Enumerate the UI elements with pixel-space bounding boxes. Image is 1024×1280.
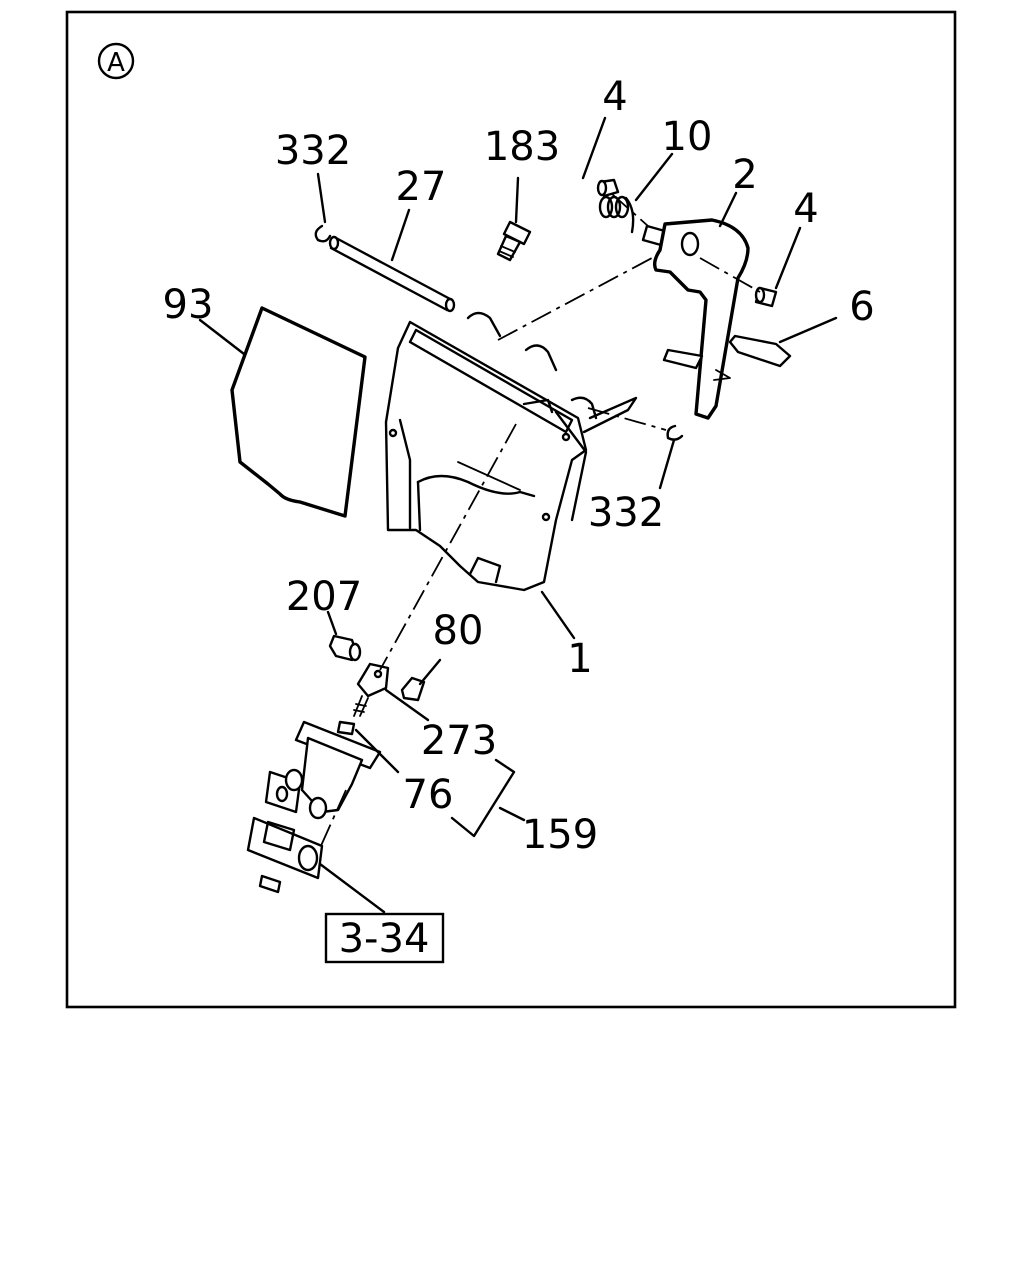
callout-6: 6: [849, 284, 874, 330]
part-183-bolt: [496, 220, 532, 262]
callout-273: 273: [421, 718, 497, 764]
callout-2: 2: [732, 152, 757, 198]
callout-332-top: 332: [275, 128, 351, 174]
part-273-clevis: [353, 662, 390, 717]
part-1-bracket: [384, 311, 638, 592]
callout-332-right: 332: [588, 490, 664, 536]
part-2-pedal-arm: [641, 218, 750, 420]
part-4-bushing-top: [596, 178, 620, 198]
part-207-stopper: [328, 634, 362, 662]
callout-4-right: 4: [793, 186, 818, 232]
callout-27: 27: [396, 164, 447, 210]
callout-4-top: 4: [602, 74, 627, 120]
callout-159: 159: [522, 812, 598, 858]
callout-labels: 332 27 183 4 10 2 4 6 93 332 207 80 1 27…: [163, 74, 875, 858]
callout-93: 93: [163, 282, 214, 328]
part-332-clip-top: [314, 224, 332, 243]
part-10-spring: [598, 195, 635, 234]
view-marker: A: [97, 42, 135, 80]
part-93-gasket: [230, 306, 367, 518]
reference-box: 3-34: [324, 912, 445, 964]
view-marker-label: A: [107, 48, 125, 78]
callout-80: 80: [433, 608, 484, 654]
part-6-pedal-pad: [728, 334, 792, 368]
leader-lines: [198, 116, 838, 914]
part-80-clip: [400, 676, 426, 702]
part-332-clip-right: [666, 424, 684, 441]
reference-box-label: 3-34: [339, 916, 430, 962]
callout-76: 76: [403, 772, 454, 818]
callout-10: 10: [662, 114, 713, 160]
part-27-shaft: [328, 235, 456, 313]
master-cylinder: [246, 720, 382, 894]
callout-183: 183: [484, 124, 560, 170]
diagram-frame: [65, 10, 957, 1009]
callout-1: 1: [567, 636, 592, 682]
callout-207: 207: [286, 574, 362, 620]
part-76-nut: [336, 720, 356, 736]
